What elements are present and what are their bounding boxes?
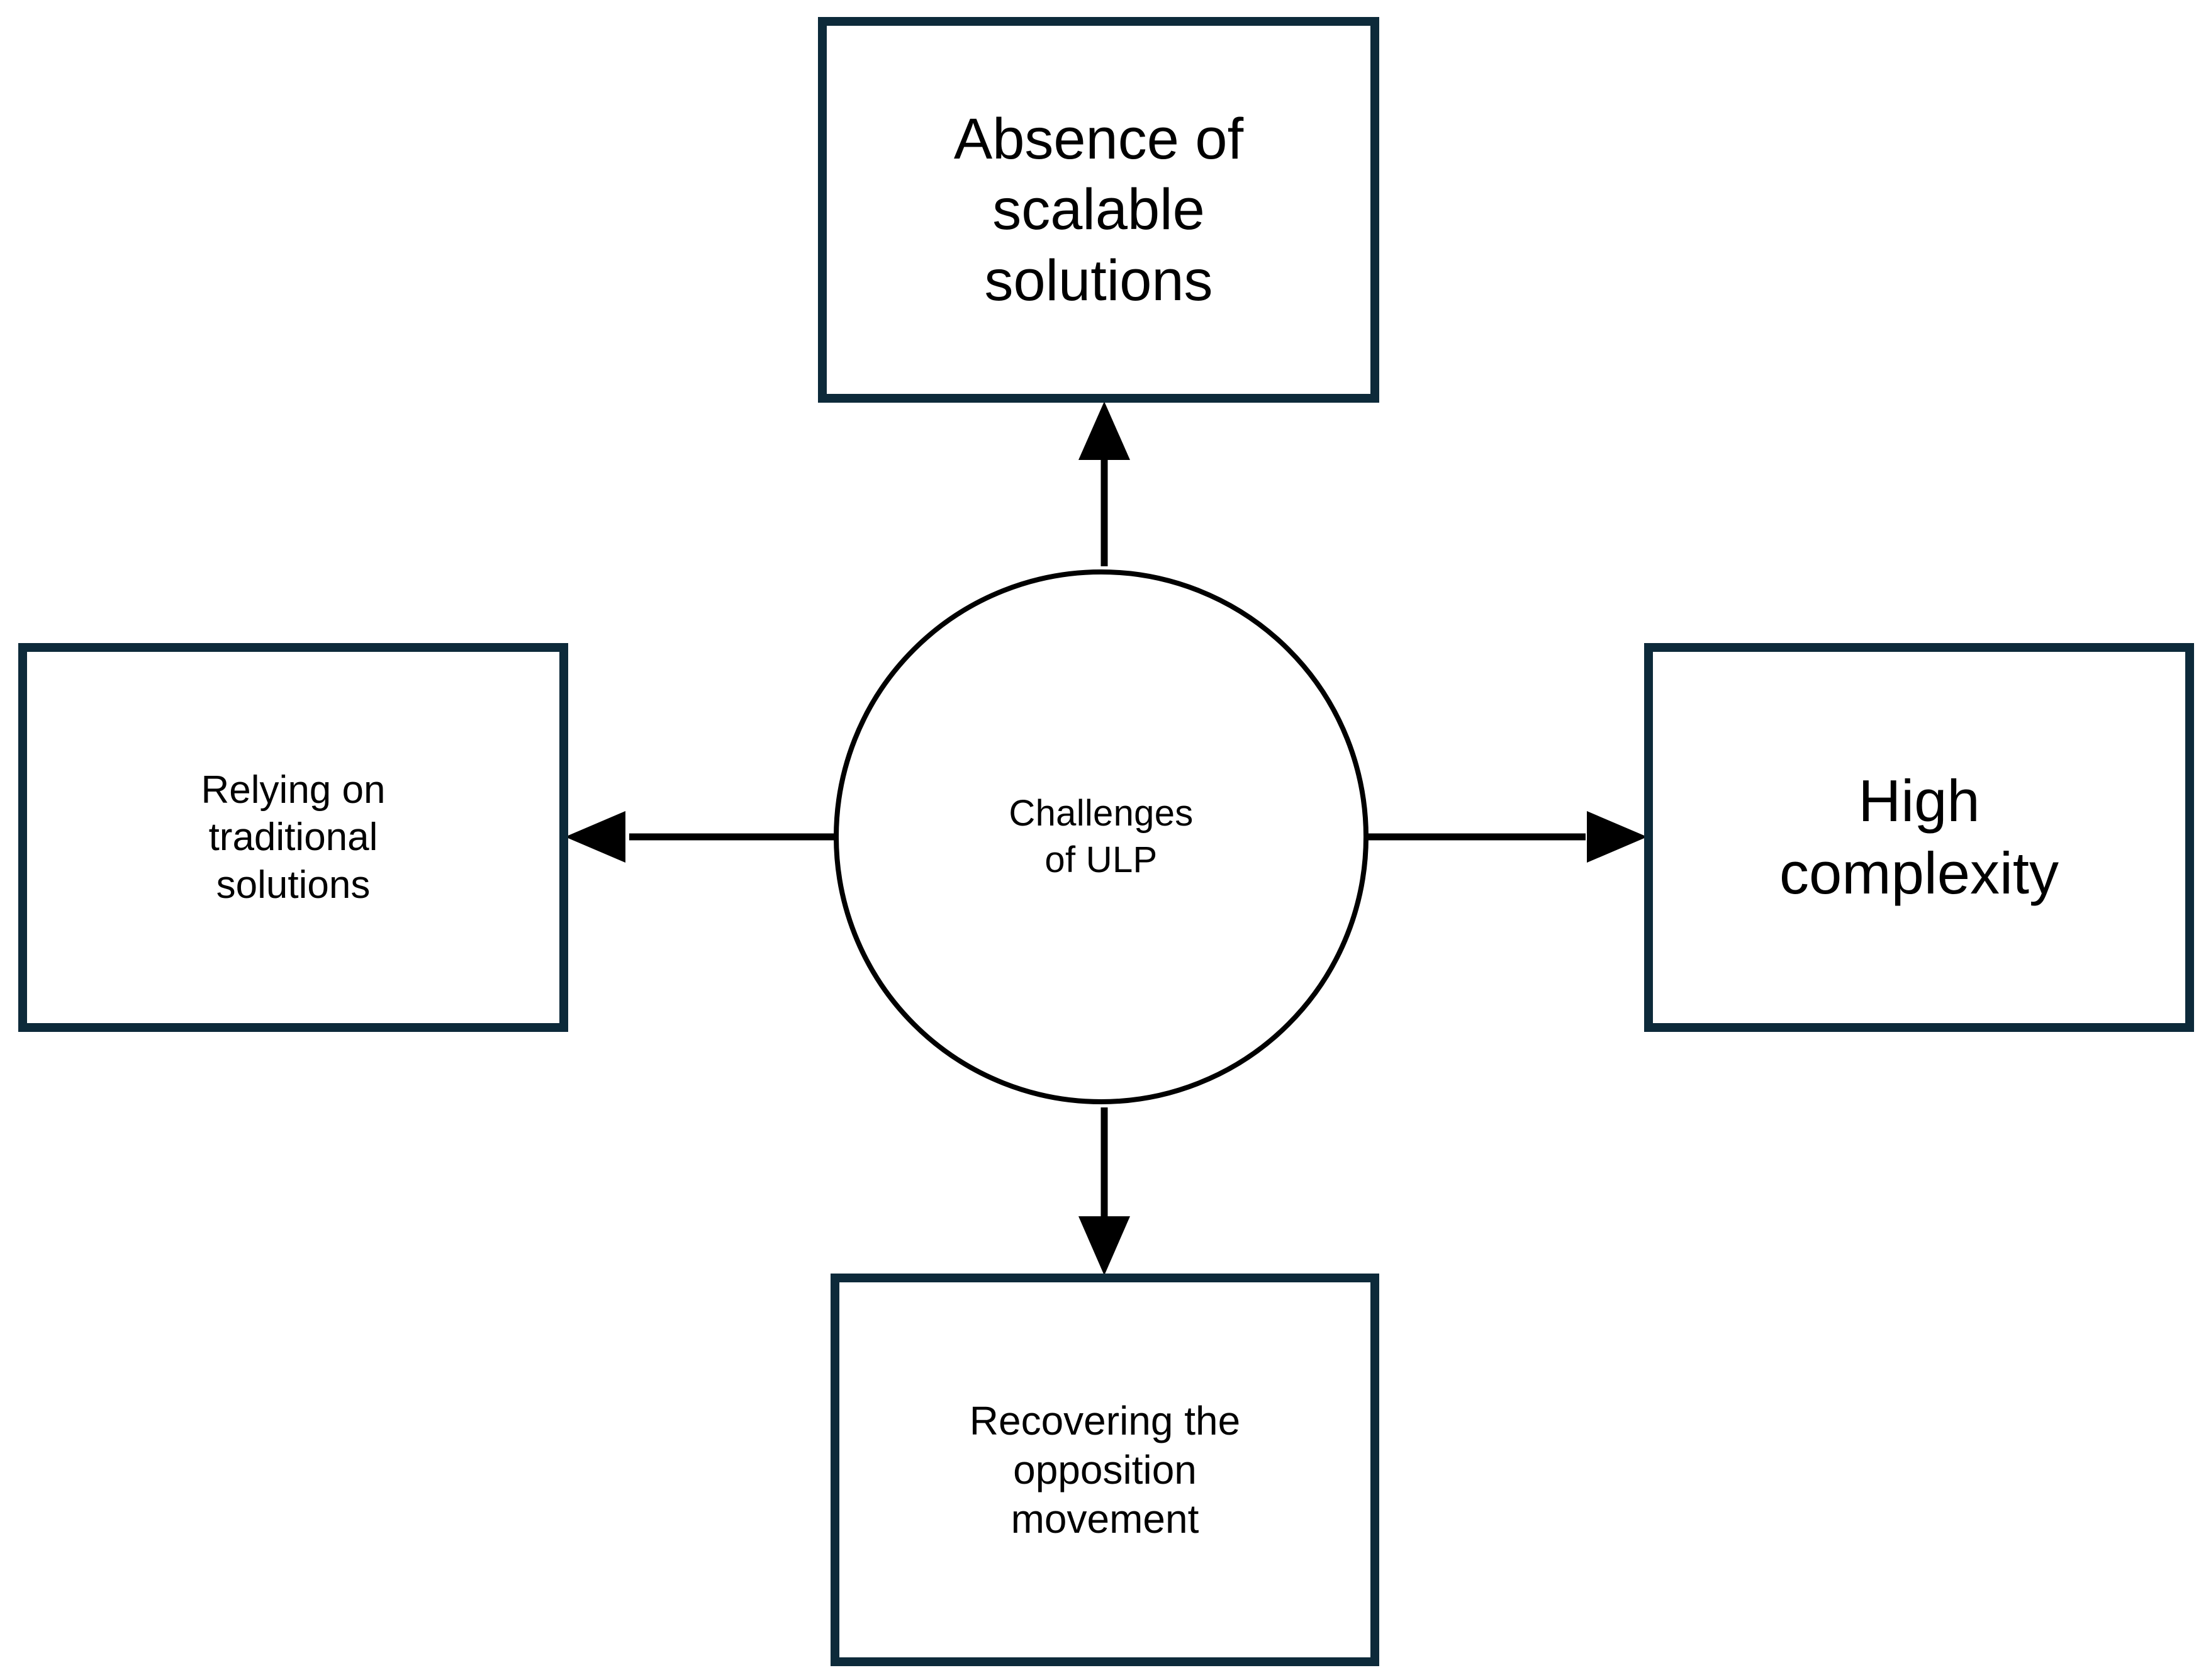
node-box-absence-of-scalable-solutions[interactable]: Absence of scalable solutions <box>818 17 1379 403</box>
node-label-right: High complexity <box>1779 768 2059 906</box>
node-box-recovering-the-opposition-movement[interactable]: Recovering the opposition movement <box>831 1274 1379 1666</box>
node-box-relying-on-traditional-solutions[interactable]: Relying on traditional solutions <box>18 643 568 1032</box>
connector-hub-to-top <box>1078 401 1130 566</box>
node-label-top: Absence of scalable solutions <box>953 107 1244 313</box>
connector-hub-to-bottom <box>1078 1107 1130 1275</box>
hub-circle-challenges-of-ulp[interactable]: Challenges of ULP <box>834 569 1369 1104</box>
node-label-left: Relying on traditional solutions <box>201 768 386 907</box>
node-box-high-complexity[interactable]: High complexity <box>1644 643 2194 1032</box>
connector-hub-to-right <box>1367 811 1647 863</box>
hub-label: Challenges of ULP <box>1009 792 1194 880</box>
node-label-bottom: Recovering the opposition movement <box>969 1397 1241 1542</box>
connector-hub-to-left <box>565 811 837 863</box>
